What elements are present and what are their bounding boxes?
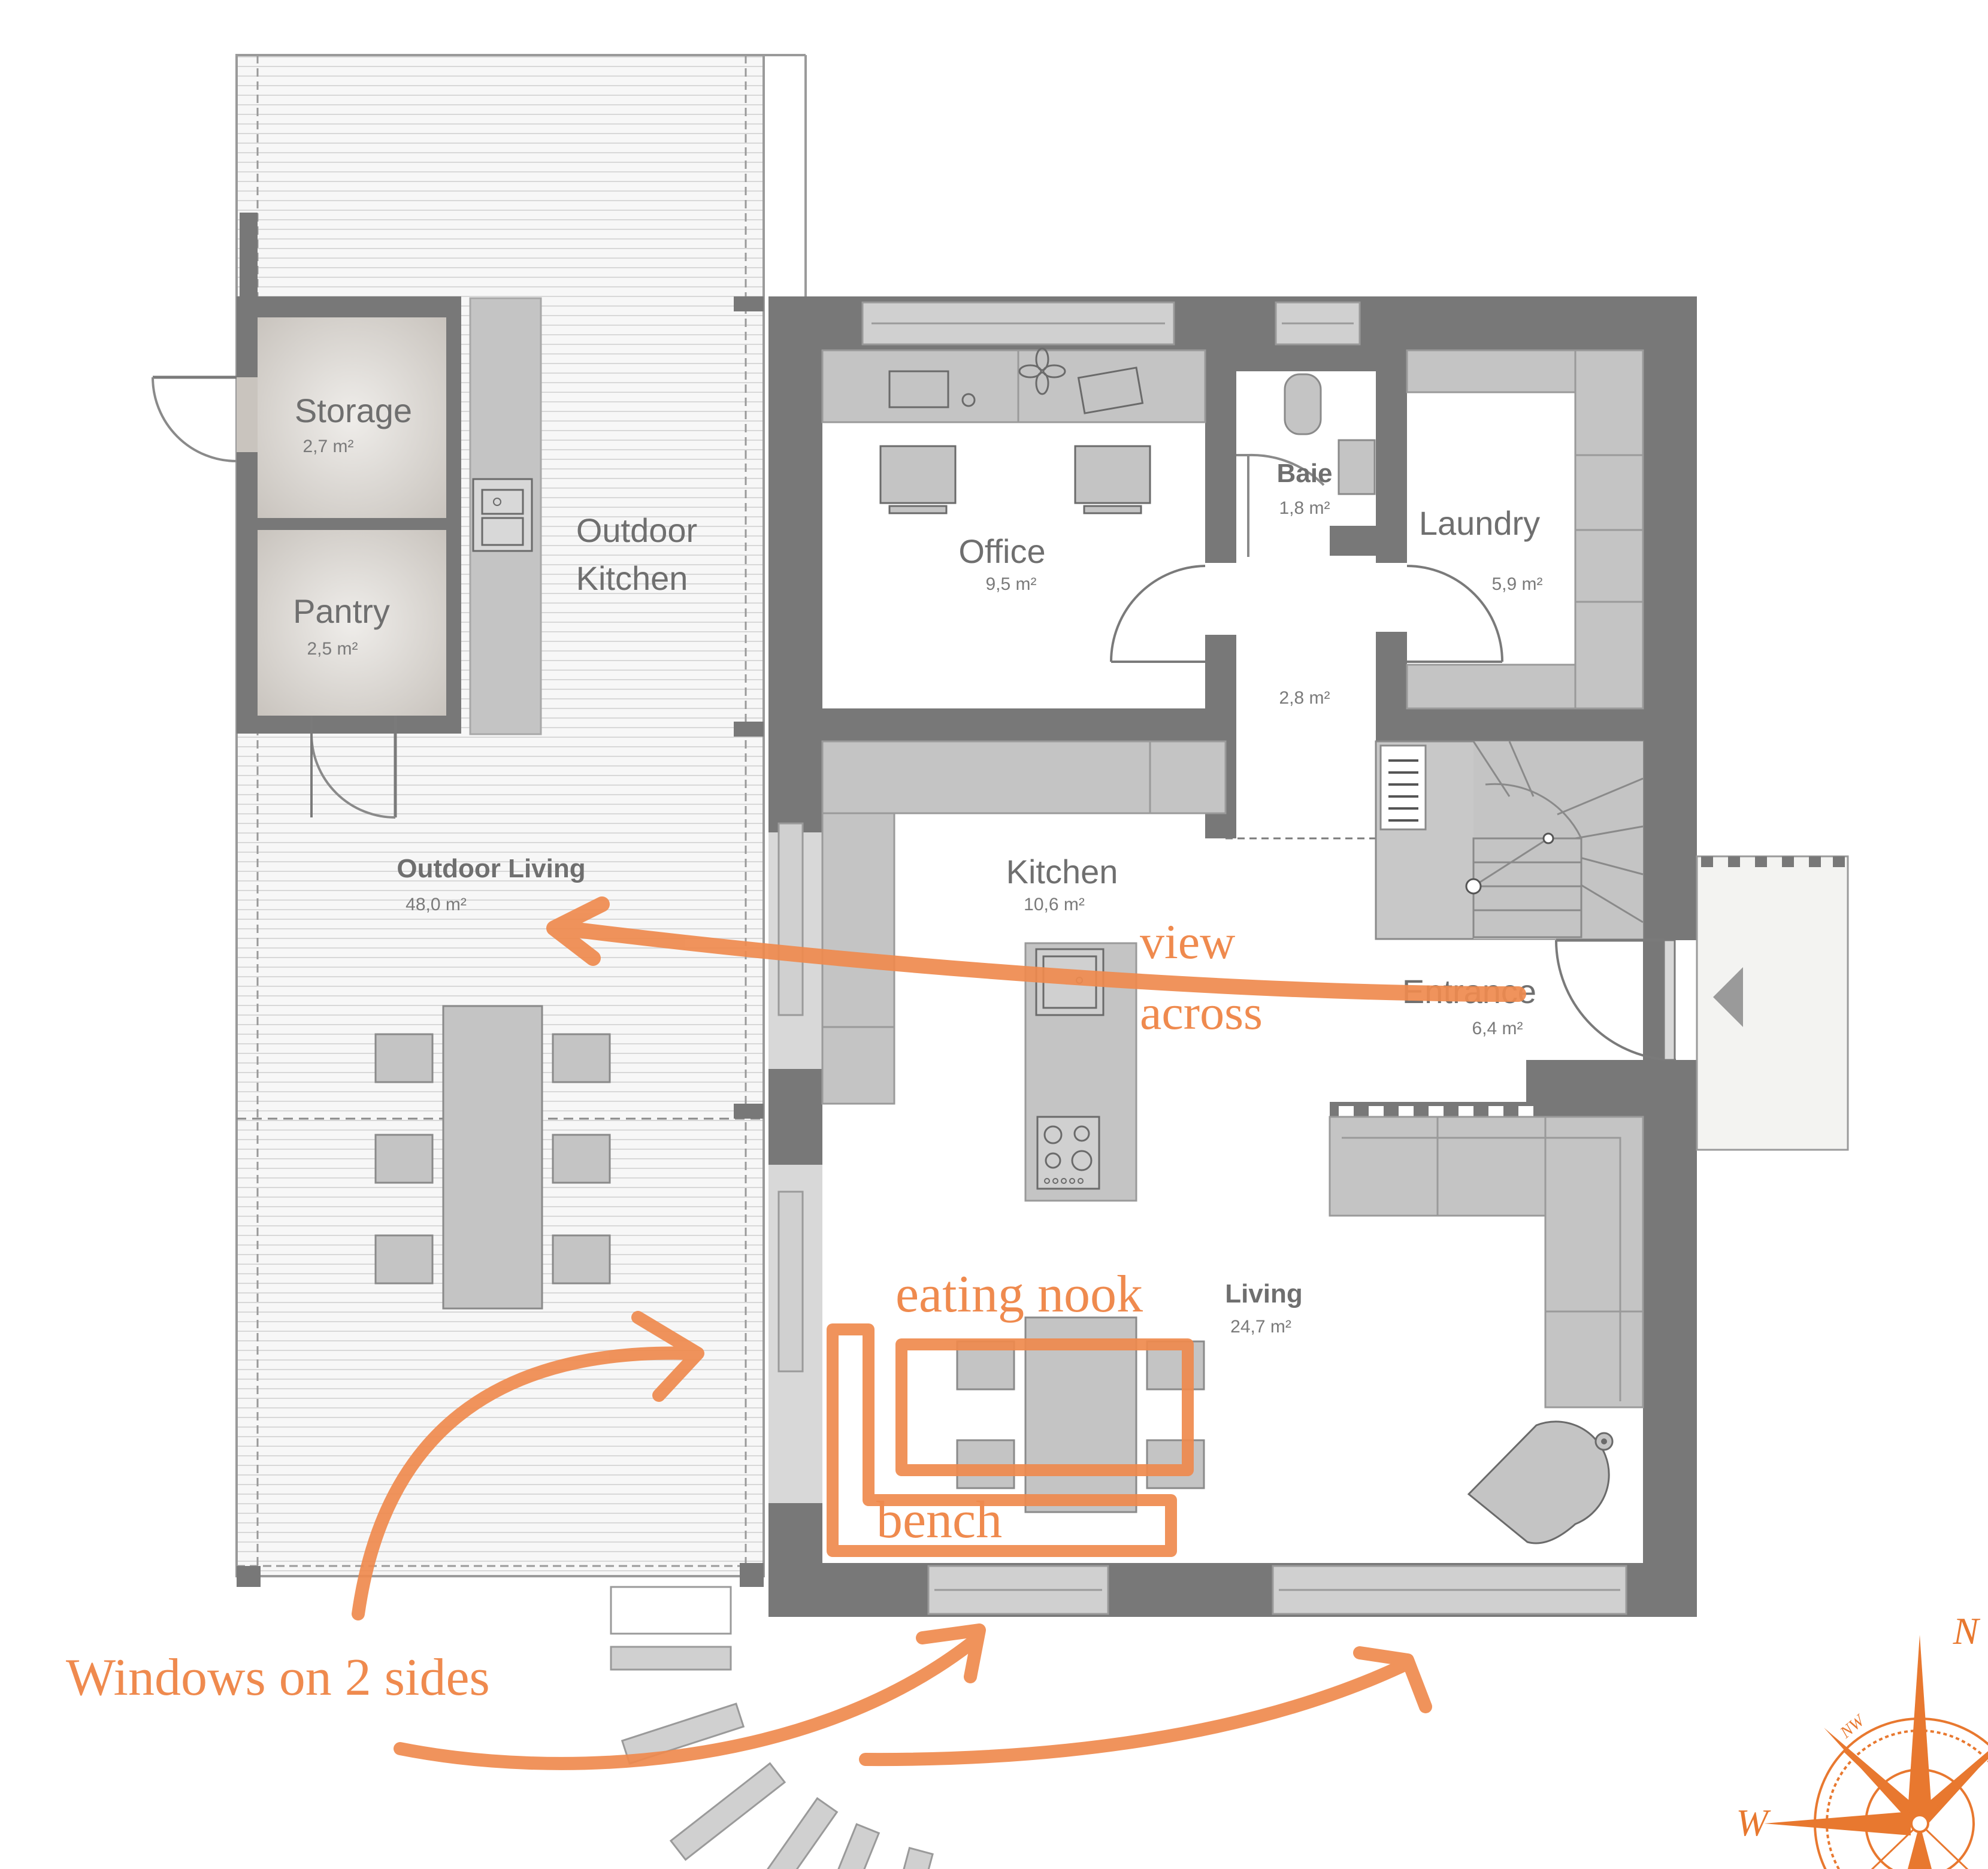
staircase bbox=[1375, 740, 1644, 940]
bath-area: 1,8 m² bbox=[1279, 498, 1330, 518]
entrance-porch bbox=[1696, 855, 1849, 1151]
bath-fixtures bbox=[1236, 373, 1376, 557]
bath-label: Baie bbox=[1277, 459, 1333, 488]
pantry-area: 2,5 m² bbox=[307, 639, 358, 659]
view-across-annotation-line1: view bbox=[1140, 914, 1235, 969]
compass-northwest-label: NW bbox=[1836, 1710, 1869, 1742]
entrance-area: 6,4 m² bbox=[1472, 1019, 1523, 1038]
kitchen-area: 10,6 m² bbox=[1024, 895, 1085, 914]
laundry-area: 5,9 m² bbox=[1491, 574, 1542, 594]
windows-bottom bbox=[927, 1565, 1627, 1615]
laundry-cabinets bbox=[1406, 349, 1644, 710]
outdoor-living-area: 48,0 m² bbox=[406, 895, 467, 914]
office-area: 9,5 m² bbox=[985, 574, 1036, 594]
house-walls bbox=[768, 296, 1697, 1617]
armchair bbox=[1467, 1420, 1614, 1544]
cooktop-icon bbox=[1036, 1116, 1100, 1190]
storage-area: 2,7 m² bbox=[302, 437, 353, 456]
pantry-label: Pantry bbox=[293, 592, 390, 630]
living-sofa bbox=[1329, 1102, 1644, 1408]
deck-steps bbox=[610, 1586, 732, 1671]
office-label: Office bbox=[958, 532, 1045, 570]
storage-door[interactable] bbox=[152, 375, 237, 462]
compass-rose-icon: N W NW bbox=[1736, 1610, 1988, 1869]
living-area: 24,7 m² bbox=[1230, 1317, 1291, 1337]
outdoor-living-label: Outdoor Living bbox=[397, 854, 585, 883]
outdoor-dining-set bbox=[374, 1005, 611, 1310]
outdoor-deck bbox=[235, 54, 807, 1587]
flower-icon bbox=[1018, 347, 1066, 395]
eating-nook-annotation: eating nook bbox=[895, 1265, 1143, 1323]
outdoor-kitchen-counter bbox=[469, 297, 542, 735]
entry-arrow-icon bbox=[1713, 967, 1743, 1027]
storage-block bbox=[237, 296, 461, 734]
windows-top bbox=[861, 301, 1361, 346]
view-arrow bbox=[546, 896, 1526, 1002]
laundry-label: Laundry bbox=[1419, 504, 1540, 542]
view-across-annotation-line2: across bbox=[1140, 985, 1263, 1040]
bench-annotation: bench bbox=[876, 1491, 1002, 1549]
outdoor-kitchen-label-line1: Outdoor bbox=[576, 511, 697, 549]
hall-area: 2,8 m² bbox=[1279, 688, 1330, 708]
entrance-door[interactable] bbox=[1555, 938, 1697, 1061]
nook-outline bbox=[827, 1323, 1194, 1557]
garden-path bbox=[621, 1703, 934, 1869]
pantry-door[interactable] bbox=[310, 716, 397, 819]
compass-north-label: N bbox=[1953, 1610, 1981, 1652]
kitchen-label: Kitchen bbox=[1006, 853, 1118, 890]
office-desk bbox=[821, 347, 1206, 514]
compass-west-label: W bbox=[1736, 1801, 1771, 1844]
living-label: Living bbox=[1225, 1279, 1303, 1308]
window-arrows bbox=[352, 1311, 1432, 1770]
windows-left bbox=[777, 822, 804, 1373]
windows-annotation: Windows on 2 sides bbox=[66, 1649, 490, 1707]
storage-label: Storage bbox=[295, 392, 412, 429]
outdoor-kitchen-label-line2: Kitchen bbox=[576, 559, 688, 597]
hall-doors[interactable] bbox=[1110, 565, 1503, 840]
